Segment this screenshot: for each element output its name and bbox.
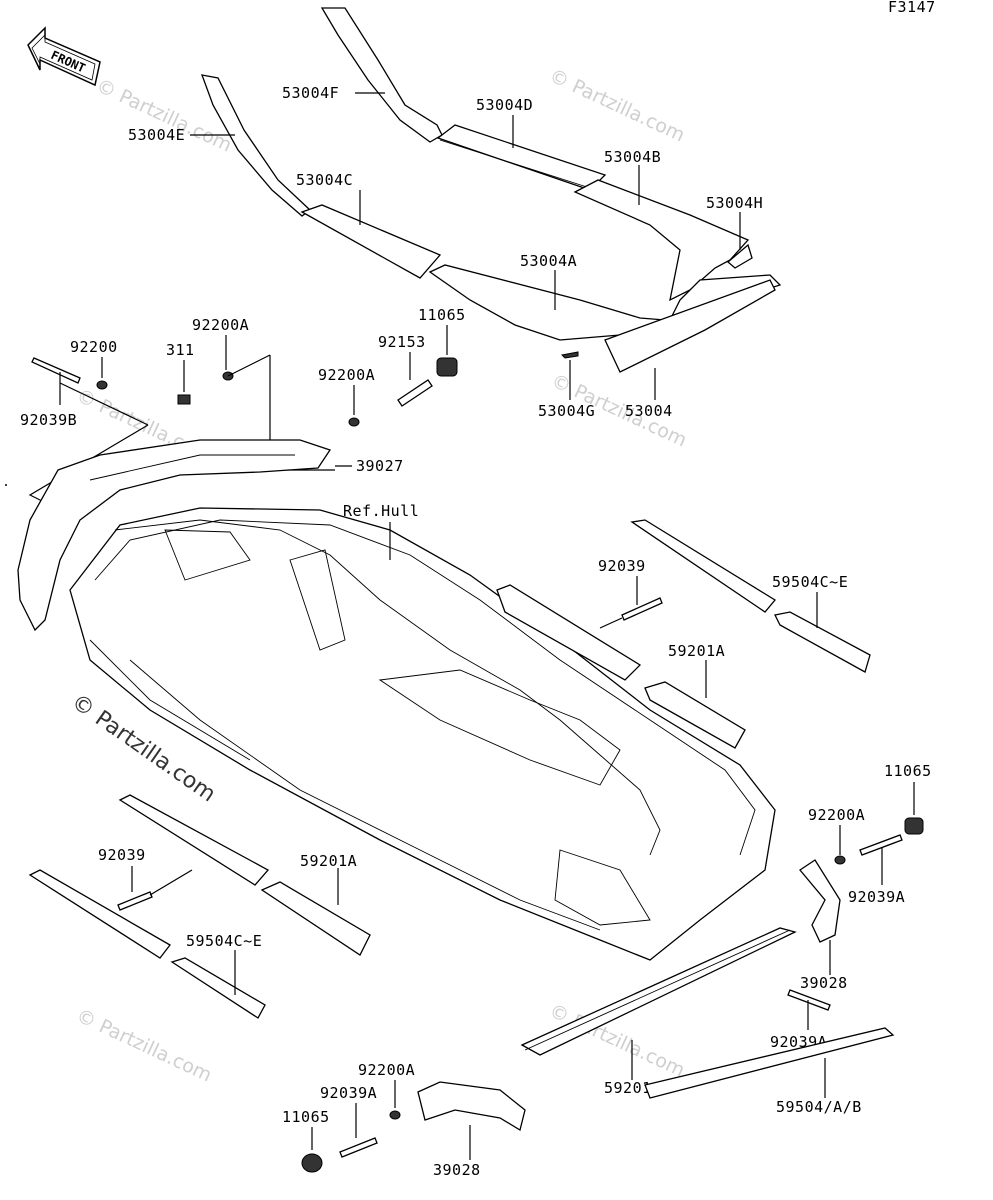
strip-59201A-right [644, 681, 746, 749]
label-92039A-right: 92039A [848, 888, 905, 906]
watermark-6: © Partzilla.com [73, 1005, 215, 1087]
rail-59504CE-right-upper [630, 519, 776, 613]
label-53004D: 53004D [476, 96, 533, 114]
label-92200A-mid: 92200A [318, 366, 375, 384]
washer-92200A-bottom [389, 1110, 401, 1120]
label-39027: 39027 [356, 457, 404, 475]
mat-53004H [726, 243, 753, 269]
washer-92200A-right [834, 855, 846, 865]
label-59504CE-left: 59504C~E [186, 932, 262, 950]
nut-311 [177, 394, 191, 405]
label-59504AB: 59504/A/B [776, 1098, 862, 1116]
label-92200A-top: 92200A [192, 316, 249, 334]
rail-59504CE-left [170, 957, 266, 1019]
label-59504CE-right: 59504C~E [772, 573, 848, 591]
rail-59504CE-right [774, 611, 871, 673]
label-92200-left: 92200 [70, 338, 118, 356]
rail-59201 [520, 927, 797, 1056]
rail-59504CE-left-upper [28, 869, 171, 959]
strip-59201A-left-upper [118, 794, 270, 886]
bolt-92153 [397, 379, 433, 407]
label-53004: 53004 [625, 402, 673, 420]
label-53004E: 53004E [128, 126, 185, 144]
label-92200A-bottom: 92200A [358, 1061, 415, 1079]
label-11065-right: 11065 [884, 762, 932, 780]
watermark-1: © Partzilla.com [546, 65, 688, 147]
washer-92200A-mid [348, 417, 360, 427]
label-92039-right: 92039 [598, 557, 646, 575]
label-92153: 92153 [378, 333, 426, 351]
label-53004F: 53004F [282, 84, 339, 102]
label-11065-top: 11065 [418, 306, 466, 324]
label-59201: 59201 [604, 1079, 652, 1097]
grommet-11065-right [904, 817, 924, 835]
pin-92039B [31, 357, 81, 384]
label-39028-bottom: 39028 [433, 1161, 481, 1179]
mat-53004B [573, 179, 750, 302]
label-53004B: 53004B [604, 148, 661, 166]
washer-92200 [96, 380, 108, 390]
bumper-39028-bottom [417, 1081, 526, 1132]
mat-53004F [320, 7, 443, 143]
strip-59201A-right-upper [496, 584, 642, 681]
label-92039-left: 92039 [98, 846, 146, 864]
bumper-39028-right [799, 859, 841, 943]
label-59201A-right: 59201A [668, 642, 725, 660]
label-ref-hull: Ref.Hull [343, 502, 419, 520]
label-92200A-right: 92200A [808, 806, 865, 824]
rivet-92039A-right [859, 834, 903, 856]
label-311: 311 [166, 341, 195, 359]
mat-53004C [300, 204, 442, 279]
label-53004G: 53004G [538, 402, 595, 420]
mat-53004D [436, 124, 607, 191]
rivet-92039A-bottom [787, 989, 831, 1011]
label-53004H: 53004H [706, 194, 763, 212]
bumper-39027 [17, 439, 332, 632]
diagram-code: F3147 [888, 0, 936, 16]
label-59201A-left: 59201A [300, 852, 357, 870]
label-53004A: 53004A [520, 252, 577, 270]
mat-53004 [604, 279, 776, 373]
grommet-11065-top [436, 357, 458, 377]
label-92039A-bottom2: 92039A [320, 1084, 377, 1102]
rivet-92039A-bottom2 [339, 1137, 378, 1158]
rail-59504AB [644, 1027, 895, 1099]
label-53004C: 53004C [296, 171, 353, 189]
label-39028-right: 39028 [800, 974, 848, 992]
label-11065-bottom: 11065 [282, 1108, 330, 1126]
mat-53004G [560, 351, 579, 359]
rivet-92039-left [117, 891, 153, 911]
label-92039B: 92039B [20, 411, 77, 429]
front-arrow-icon: FRONT [27, 26, 101, 87]
grommet-11065-bottom [301, 1153, 323, 1173]
strip-59201A-left [260, 881, 371, 956]
hull [69, 507, 776, 961]
rivet-92039-right [621, 597, 663, 621]
